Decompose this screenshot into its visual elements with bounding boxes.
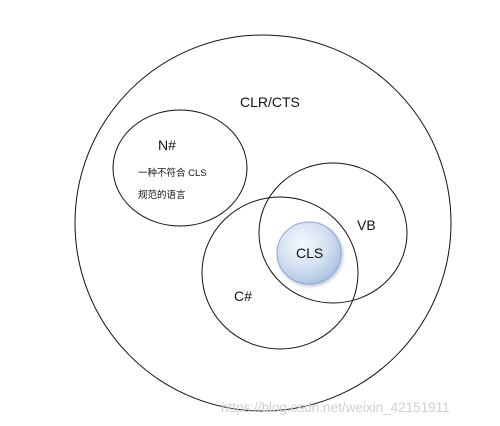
csharp-label: C# [234,288,252,304]
watermark: https://blog.csdn.net/weixin_42151911 [221,400,450,415]
n-sharp-ellipse [112,109,248,227]
n-sharp-desc-line1: 一种不符合 CLS [138,167,207,179]
vb-circle [258,162,408,304]
n-sharp-title: N# [158,137,176,153]
outer-label: CLR/CTS [240,94,300,110]
cls-circle [276,221,342,285]
vb-label: VB [357,217,376,233]
n-sharp-desc-line2: 规范的语言 [138,189,186,201]
csharp-circle [201,196,359,350]
cls-label: CLS [296,245,323,261]
clr-cts-circle [74,34,452,412]
